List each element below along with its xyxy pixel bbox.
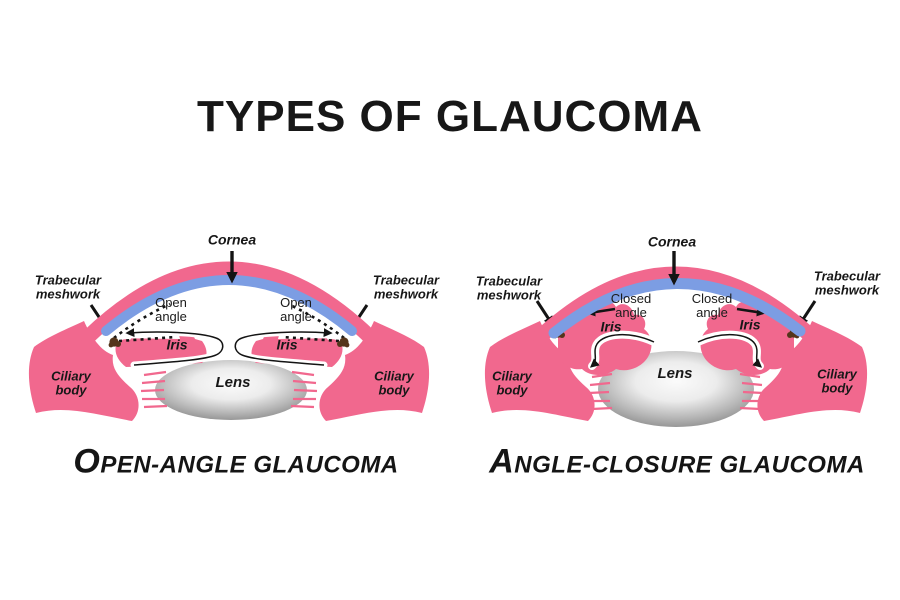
label-trabecular-meshwork-right: Trabecular meshwork bbox=[372, 272, 440, 302]
page-title: TYPES OF GLAUCOMA bbox=[197, 92, 703, 141]
label-open-angle-right: Open angle bbox=[280, 294, 312, 324]
open-angle-diagram bbox=[22, 251, 442, 440]
label-closed-angle-right: Closed angle bbox=[691, 290, 733, 320]
label-lens: Lens bbox=[657, 364, 693, 382]
label-cornea-right-diagram: Cornea bbox=[647, 233, 697, 250]
cornea-shape bbox=[80, 261, 378, 345]
label-ciliary-body-left: Ciliary body bbox=[492, 368, 532, 398]
caption-lead-letter: A bbox=[489, 442, 515, 481]
label-trabecular-meshwork-right: Trabecular meshwork bbox=[813, 268, 881, 298]
caption-lead-letter: O bbox=[73, 442, 101, 481]
label-lens: Lens bbox=[215, 373, 251, 391]
angle-closure-diagram bbox=[458, 251, 894, 427]
label-iris-left: Iris bbox=[600, 318, 622, 335]
label-open-angle-left: Open angle bbox=[155, 294, 187, 324]
label-ciliary-body-right: Ciliary body bbox=[374, 368, 414, 398]
lens-shape bbox=[598, 351, 754, 427]
label-cornea-left-diagram: Cornea bbox=[207, 231, 257, 248]
label-iris-right: Iris bbox=[739, 316, 761, 333]
label-ciliary-body-right: Ciliary body bbox=[817, 366, 857, 396]
label-ciliary-body-left: Ciliary body bbox=[51, 368, 91, 398]
label-trabecular-meshwork-left: Trabecular meshwork bbox=[34, 272, 102, 302]
label-trabecular-meshwork-left: Trabecular meshwork bbox=[475, 273, 543, 303]
lens-shape bbox=[155, 360, 307, 420]
label-iris-left: Iris bbox=[166, 336, 188, 353]
label-closed-angle-left: Closed angle bbox=[610, 290, 652, 320]
label-iris-right: Iris bbox=[276, 336, 298, 353]
